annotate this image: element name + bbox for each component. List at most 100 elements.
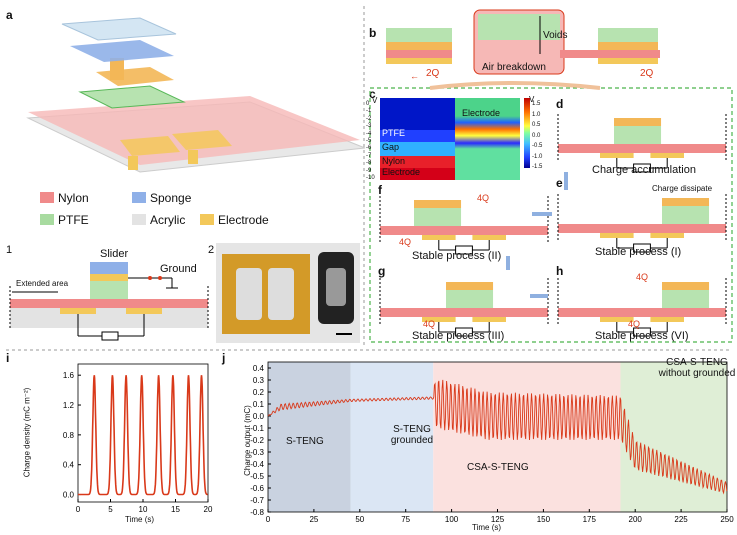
chart-i-xtick-label: 10 [139, 505, 148, 514]
chart-j-xlabel: Time (s) [472, 523, 502, 532]
slider-electrode [662, 282, 710, 290]
panel-c-scale-unit: V [529, 95, 535, 104]
chart-j-ytick-label: -0.1 [250, 424, 264, 433]
svg-text:←: ← [410, 71, 419, 81]
panel-c-scale-tick: 0.0 [532, 132, 541, 139]
chart-i-ytick-label: 0.8 [63, 431, 75, 440]
stage-g-charge: 4Q [423, 319, 436, 329]
region-label-csa-s-teng: CSA-S-TENG [467, 462, 529, 473]
panel-c-ytick: 0 [366, 101, 370, 107]
nylon-layer [558, 224, 726, 233]
slider-electrode [614, 118, 662, 126]
panel-c-ytick: -2 [366, 115, 372, 122]
panel-c-ytick: -1 [366, 108, 372, 115]
panel-c-layer-gap: Gap [382, 142, 400, 152]
slider-electrode [446, 282, 494, 290]
panel-c-ytick: -7 [366, 152, 372, 159]
chart-i-xtick-label: 20 [204, 505, 213, 514]
chart-j-xtick-label: 200 [629, 515, 643, 524]
panel-label-g: g [378, 264, 386, 278]
panel-c-scale-tick: 1.5 [532, 101, 541, 107]
chart-i-frame [77, 363, 209, 503]
chart-j-xtick-label: 75 [401, 515, 410, 524]
chart-j-ytick-label: -0.5 [250, 472, 264, 481]
chart-j-frame [267, 361, 728, 513]
stage-f-caption: Stable process (II) [412, 250, 502, 262]
ptfe-layer [446, 290, 494, 308]
chart-j-xtick-label: 25 [309, 515, 318, 524]
chart-i-series-line [78, 375, 208, 496]
slider-electrode [414, 200, 462, 208]
legend-swatch-electrode [200, 214, 214, 225]
chart-j-ylabel: Charge output (mC) [242, 405, 252, 476]
chart-j-ytick-label: -0.6 [250, 484, 264, 493]
chart-j-region [433, 362, 621, 512]
stator-electrode [650, 317, 684, 322]
legend-nylon: Nylon [58, 191, 89, 205]
panel-b-right-charge: 2Q [640, 68, 654, 79]
panel-label-d: d [556, 97, 564, 111]
panel-label-e: e [556, 176, 563, 190]
stage-h-caption: Stable process (VI) [595, 330, 689, 342]
legend-ptfe: PTFE [58, 213, 89, 227]
voids-label: Voids [543, 30, 568, 41]
panel-c-ytick: -6 [366, 145, 372, 152]
panel-b-left-charge: 2Q [426, 68, 440, 79]
air-breakdown-label: Air breakdown [482, 62, 546, 73]
chart-i-ytick-label: 0.4 [63, 461, 75, 470]
chart-i-xtick-label: 0 [76, 505, 81, 514]
nylon-layer [558, 308, 726, 317]
chart-i-ylabel: Charge density (mC m⁻²) [22, 387, 32, 478]
ptfe-layer [662, 206, 710, 224]
panel-c-layer-electrode-bottom: Electrode [382, 167, 421, 177]
panel-c-layer-ptfe: PTFE [382, 128, 406, 138]
stage-h-charge-bottom: 4Q [628, 319, 641, 329]
stator-electrode [472, 235, 506, 240]
slider-electrode [662, 198, 710, 206]
panel-c-scale-tick: -0.5 [532, 143, 543, 149]
stage-h-charge-top: 4Q [636, 272, 649, 282]
slider-label: Slider [100, 248, 129, 260]
nylon-layer [380, 308, 548, 317]
legend-swatch-ptfe [40, 214, 54, 225]
nylon-layer [558, 144, 726, 153]
stator-electrode [422, 235, 456, 240]
panel-c-scale-tick: -1.5 [532, 164, 543, 170]
panel-c-ytick: -3 [366, 123, 372, 130]
stage-f-charge-top: 4Q [477, 193, 490, 203]
panel-c-layer-nylon: Nylon [382, 156, 406, 166]
stator-label: Stator [12, 316, 42, 328]
chart-j-ytick-label: 0.0 [253, 412, 265, 421]
panel-c-ytick: -8 [366, 160, 372, 167]
legend-sponge: Sponge [150, 191, 192, 205]
chart-i-ytick-label: 1.6 [63, 371, 75, 380]
stator-electrode [600, 233, 634, 238]
chart-j-xtick-label: 100 [445, 515, 459, 524]
chart-i-ytick-label: 0.0 [63, 491, 75, 500]
panel-label-i: i [6, 351, 10, 365]
stator-electrode [600, 153, 634, 158]
stator-electrode [472, 317, 506, 322]
subpanel-1-label: 1 [6, 244, 13, 256]
chart-i-xlabel: Time (s) [125, 515, 155, 524]
stage-g-caption: Stable process (III) [412, 330, 505, 342]
chart-i-xtick-label: 15 [171, 505, 180, 514]
chart-j-xtick-label: 175 [583, 515, 597, 524]
stage-f-charge-bottom: 4Q [399, 237, 412, 247]
panel-label-a: a [6, 8, 13, 22]
chart-j-ytick-label: -0.4 [250, 460, 264, 469]
panel-c-ytick: -10 [366, 175, 375, 181]
chart-j-ytick-label: 0.3 [253, 376, 265, 385]
stator-electrode [650, 153, 684, 158]
region-label-s-teng: S-TENG [286, 436, 324, 447]
chart-i-ytick-label: 1.2 [63, 401, 75, 410]
chart-j-xtick-label: 225 [674, 515, 688, 524]
chart-j-region [620, 362, 727, 512]
subpanel-2-label: 2 [208, 244, 215, 256]
